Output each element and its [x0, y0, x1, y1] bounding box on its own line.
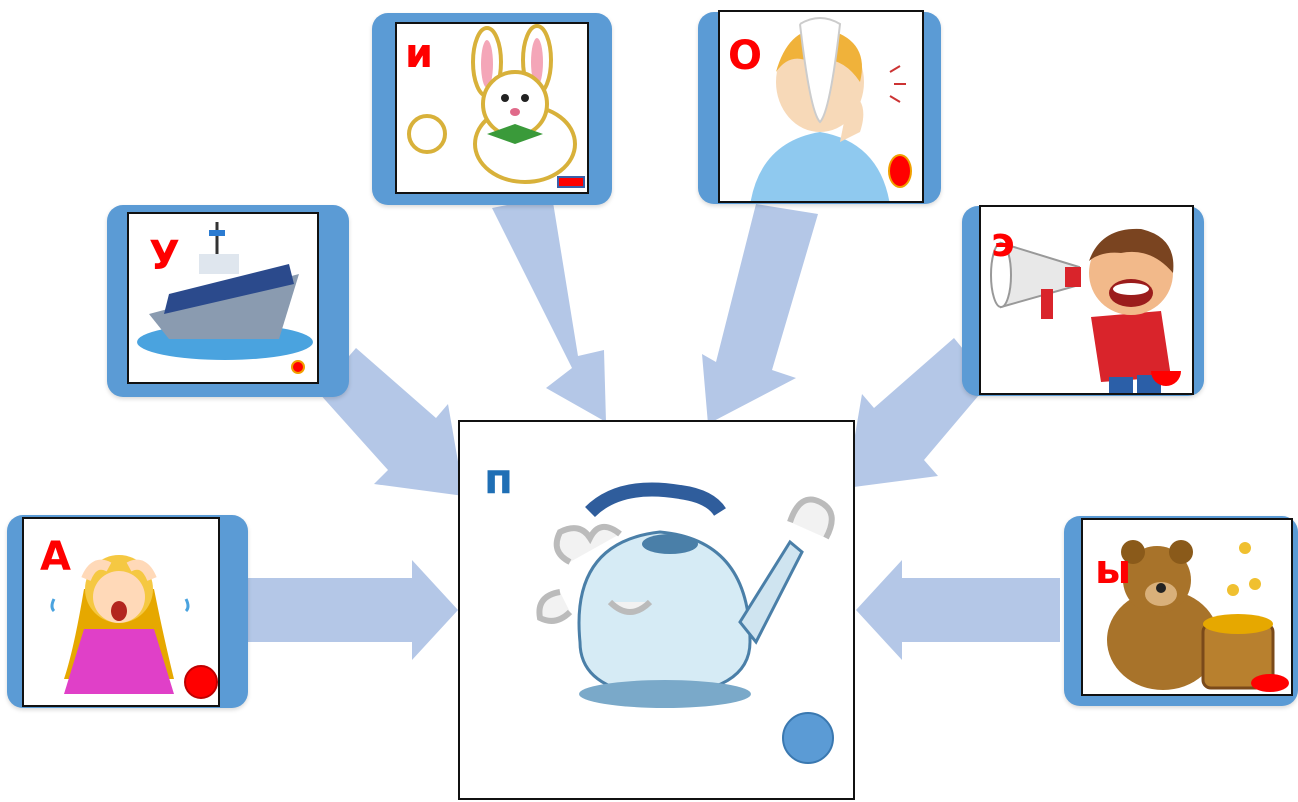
- arrow-top-left: [492, 196, 606, 422]
- boiling-kettle-icon: [536, 482, 835, 708]
- card-y-letter: ы: [1095, 547, 1132, 593]
- center-card[interactable]: п: [458, 420, 855, 800]
- card-a-picture[interactable]: А: [22, 517, 220, 707]
- card-a-letter: А: [40, 534, 71, 580]
- center-letter: п: [484, 454, 514, 503]
- card-o-letter: О: [728, 33, 763, 79]
- toothache-boy-icon: [750, 17, 906, 201]
- arrow-left: [248, 560, 458, 660]
- card-y-picture[interactable]: ы: [1081, 518, 1293, 696]
- card-y-marker-wide-oval: [1251, 674, 1289, 692]
- arrow-right: [856, 560, 1060, 660]
- card-e-marker-half-circle: [1151, 371, 1181, 386]
- card-a-marker-dot: [184, 665, 218, 699]
- rabbit-icon: [407, 24, 577, 184]
- ship-icon: [137, 222, 313, 360]
- arrow-upper-right: [846, 338, 990, 488]
- center-marker-circle: [782, 712, 834, 764]
- card-i-letter: и: [405, 31, 434, 77]
- card-o-marker-oval: [888, 154, 912, 188]
- crying-girl-icon: [50, 555, 190, 694]
- card-o-picture[interactable]: О: [718, 10, 924, 203]
- card-u-letter: У: [149, 233, 180, 279]
- card-e-letter: э: [991, 220, 1015, 266]
- boy-megaphone-icon: [990, 228, 1174, 393]
- bear-honey-icon: [1107, 540, 1275, 690]
- card-i-picture[interactable]: и: [395, 22, 589, 194]
- arrow-upper-left: [318, 348, 464, 496]
- card-i-marker-dash: [557, 176, 585, 188]
- card-e-picture[interactable]: э: [979, 205, 1194, 395]
- card-u-picture[interactable]: У: [127, 212, 319, 384]
- arrow-top-right: [702, 204, 818, 424]
- arrows-layer: [248, 196, 1060, 660]
- card-u-marker-dot: [291, 360, 305, 374]
